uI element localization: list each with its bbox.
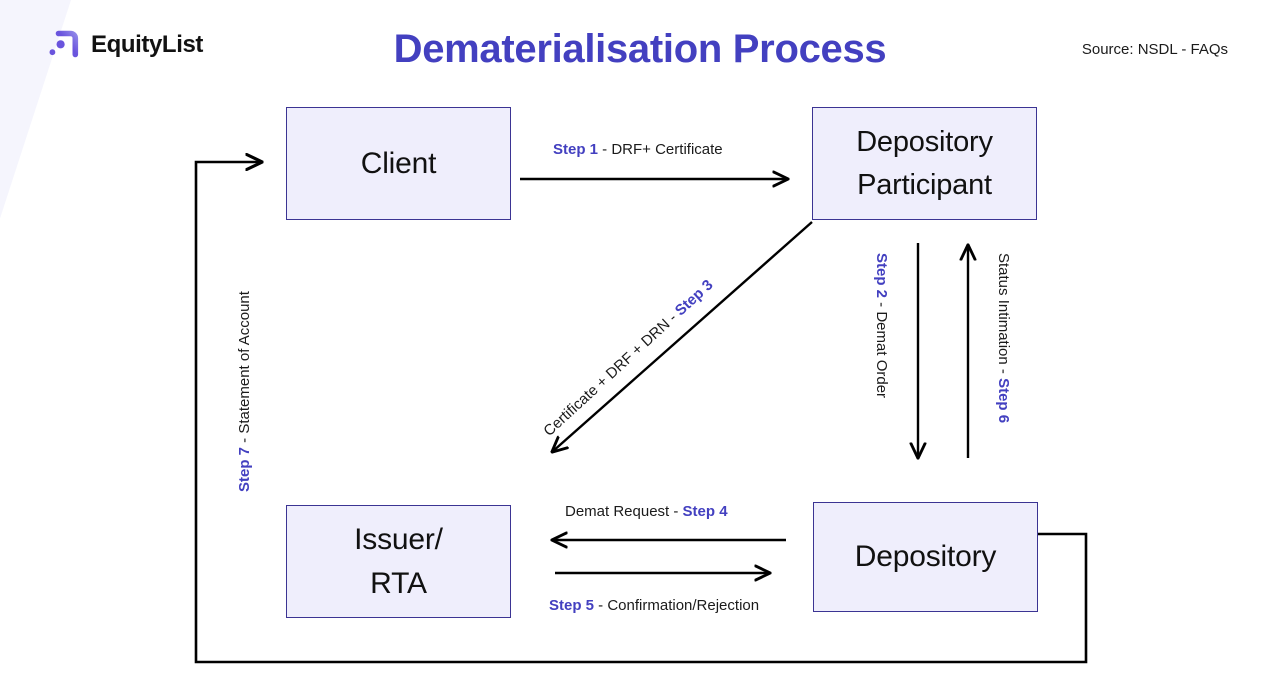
label-step-3: Certificate + DRF + DRN - Step 3: [540, 276, 717, 440]
step-4-badge: Step 4: [682, 503, 728, 520]
source-note: Source: NSDL - FAQs: [1081, 41, 1228, 58]
step-3-badge: Step 3: [671, 276, 717, 320]
page-title: Dematerialisation Process: [393, 27, 887, 71]
node-depository-participant-label-line2: Participant: [857, 168, 992, 201]
label-step-5: Step 5 - Confirmation/Rejection: [549, 597, 760, 615]
step-5-text: - Confirmation/Rejection: [594, 597, 760, 614]
step-6-text: Status Intimation -: [995, 253, 1012, 379]
background-accent-band: [0, 0, 110, 700]
step-4-text: Demat Request -: [565, 503, 683, 520]
equitylist-arrow-dots-logo-icon: [49, 30, 79, 58]
step-2-text: - Demat Order: [873, 298, 890, 399]
label-step-6: Status Intimation - Step 6: [995, 253, 1012, 423]
node-issuer-rta-label-line1: Issuer/: [354, 523, 443, 556]
step-1-badge: Step 1: [553, 141, 599, 158]
node-depository[interactable]: Depository: [813, 502, 1038, 612]
step-6-badge: Step 6: [995, 378, 1012, 424]
label-step-4: Demat Request - Step 4: [565, 503, 728, 521]
node-issuer-rta-label-line2: RTA: [370, 566, 427, 600]
node-client[interactable]: Client: [286, 107, 511, 220]
node-depository-participant-label-line1: Depository: [856, 126, 993, 159]
brand-logo: EquityList: [46, 27, 203, 63]
label-step-1: Step 1 - DRF+ Certificate: [553, 141, 723, 159]
step-7-text: - Statement of Account: [236, 291, 253, 447]
node-issuer-rta[interactable]: Issuer/RTA: [286, 505, 511, 618]
step-3-text: Certificate + DRF + DRN -: [540, 306, 684, 440]
node-depository-label: Depository: [854, 540, 997, 574]
step-7-badge: Step 7: [236, 446, 253, 492]
step-2-badge: Step 2: [873, 253, 890, 299]
node-client-label: Client: [360, 146, 437, 180]
step-5-badge: Step 5: [549, 597, 595, 614]
label-step-2: Step 2 - Demat Order: [873, 253, 890, 398]
brand-logo-text: EquityList: [91, 31, 204, 58]
step-1-text: - DRF+ Certificate: [598, 141, 723, 158]
arrow-step-3: [552, 221, 813, 452]
label-step-7: Step 7 - Statement of Account: [236, 291, 254, 492]
